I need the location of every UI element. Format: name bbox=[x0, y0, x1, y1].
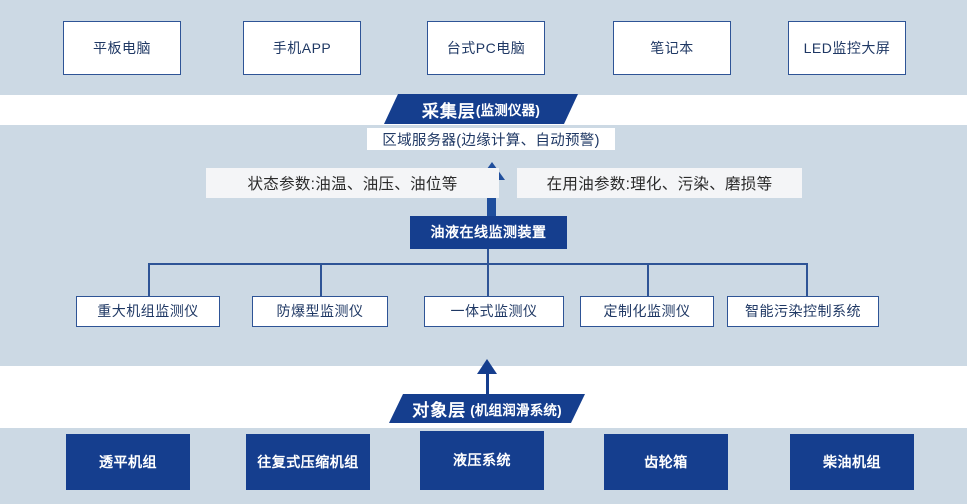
object-layer-badge-subtitle: (机组润滑系统) bbox=[470, 402, 562, 418]
oil-online-monitoring-device-hub[interactable]: 油液在线监测装置 bbox=[410, 216, 567, 249]
equipment-box-hydraulic-system[interactable]: 液压系统 bbox=[420, 431, 544, 490]
equipment-box-gearbox[interactable]: 齿轮箱 bbox=[604, 434, 728, 490]
regional-server-label: 区域服务器(边缘计算、自动预警) bbox=[367, 128, 615, 150]
display-box-laptop[interactable]: 笔记本 bbox=[613, 21, 731, 75]
collection-layer-badge-title: 采集层 bbox=[421, 101, 476, 121]
device-box-integrated-monitor[interactable]: 一体式监测仪 bbox=[424, 296, 564, 327]
uplink-arrow-stem bbox=[487, 180, 496, 216]
tree-drop-3 bbox=[487, 263, 489, 296]
display-box-desktop-pc[interactable]: 台式PC电脑 bbox=[427, 21, 545, 75]
tree-drop-4 bbox=[647, 263, 649, 296]
device-box-label: 智能污染控制系统 bbox=[745, 303, 861, 320]
equipment-box-reciprocating-compressor[interactable]: 往复式压缩机组 bbox=[246, 434, 370, 490]
display-box-mobile-app[interactable]: 手机APP bbox=[243, 21, 361, 75]
status-parameters-chip: 状态参数:油温、油压、油位等 bbox=[206, 168, 499, 198]
equipment-box-label: 透平机组 bbox=[99, 453, 157, 470]
display-box-led-screen[interactable]: LED监控大屏 bbox=[788, 21, 906, 75]
collection-layer-badge: 采集层 (监测仪器) bbox=[384, 94, 578, 124]
tree-drop-2 bbox=[320, 263, 322, 296]
tree-stem bbox=[487, 249, 489, 263]
device-box-explosion-proof-monitor[interactable]: 防爆型监测仪 bbox=[252, 296, 388, 327]
object-layer-badge-title: 对象层 bbox=[412, 401, 467, 420]
object-uplink-arrow-head bbox=[477, 359, 497, 374]
display-box-label: 笔记本 bbox=[650, 39, 694, 56]
display-box-label: LED监控大屏 bbox=[803, 39, 891, 56]
device-box-smart-contamination-control[interactable]: 智能污染控制系统 bbox=[727, 296, 879, 327]
equipment-box-label: 齿轮箱 bbox=[644, 453, 688, 470]
tree-drop-5 bbox=[806, 263, 808, 296]
device-box-label: 定制化监测仪 bbox=[603, 303, 691, 320]
display-box-tablet[interactable]: 平板电脑 bbox=[63, 21, 181, 75]
tree-drop-1 bbox=[148, 263, 150, 296]
inuse-oil-parameters-chip: 在用油参数:理化、污染、磨损等 bbox=[517, 168, 802, 198]
device-box-major-unit-monitor[interactable]: 重大机组监测仪 bbox=[76, 296, 220, 327]
inuse-oil-parameters-text: 在用油参数:理化、污染、磨损等 bbox=[546, 176, 773, 193]
device-box-label: 防爆型监测仪 bbox=[276, 303, 364, 320]
object-layer-badge: 对象层 (机组润滑系统) bbox=[389, 394, 585, 423]
device-box-customized-monitor[interactable]: 定制化监测仪 bbox=[580, 296, 714, 327]
object-uplink-stem bbox=[485, 372, 489, 398]
collection-layer-badge-subtitle: (监测仪器) bbox=[475, 103, 541, 118]
equipment-box-diesel-unit[interactable]: 柴油机组 bbox=[790, 434, 914, 490]
equipment-box-label: 柴油机组 bbox=[823, 453, 881, 470]
tree-bus bbox=[148, 263, 807, 265]
display-box-label: 平板电脑 bbox=[93, 39, 151, 56]
display-box-label: 台式PC电脑 bbox=[446, 39, 526, 56]
device-box-label: 重大机组监测仪 bbox=[97, 303, 199, 320]
regional-server-text: 区域服务器(边缘计算、自动预警) bbox=[382, 132, 600, 149]
equipment-box-label: 往复式压缩机组 bbox=[257, 453, 359, 470]
equipment-box-label: 液压系统 bbox=[453, 452, 511, 469]
status-parameters-text: 状态参数:油温、油压、油位等 bbox=[247, 176, 458, 193]
device-box-label: 一体式监测仪 bbox=[450, 303, 538, 320]
display-box-label: 手机APP bbox=[272, 39, 332, 56]
device-hub-label: 油液在线监测装置 bbox=[430, 224, 547, 241]
equipment-box-turbine-unit[interactable]: 透平机组 bbox=[66, 434, 190, 490]
